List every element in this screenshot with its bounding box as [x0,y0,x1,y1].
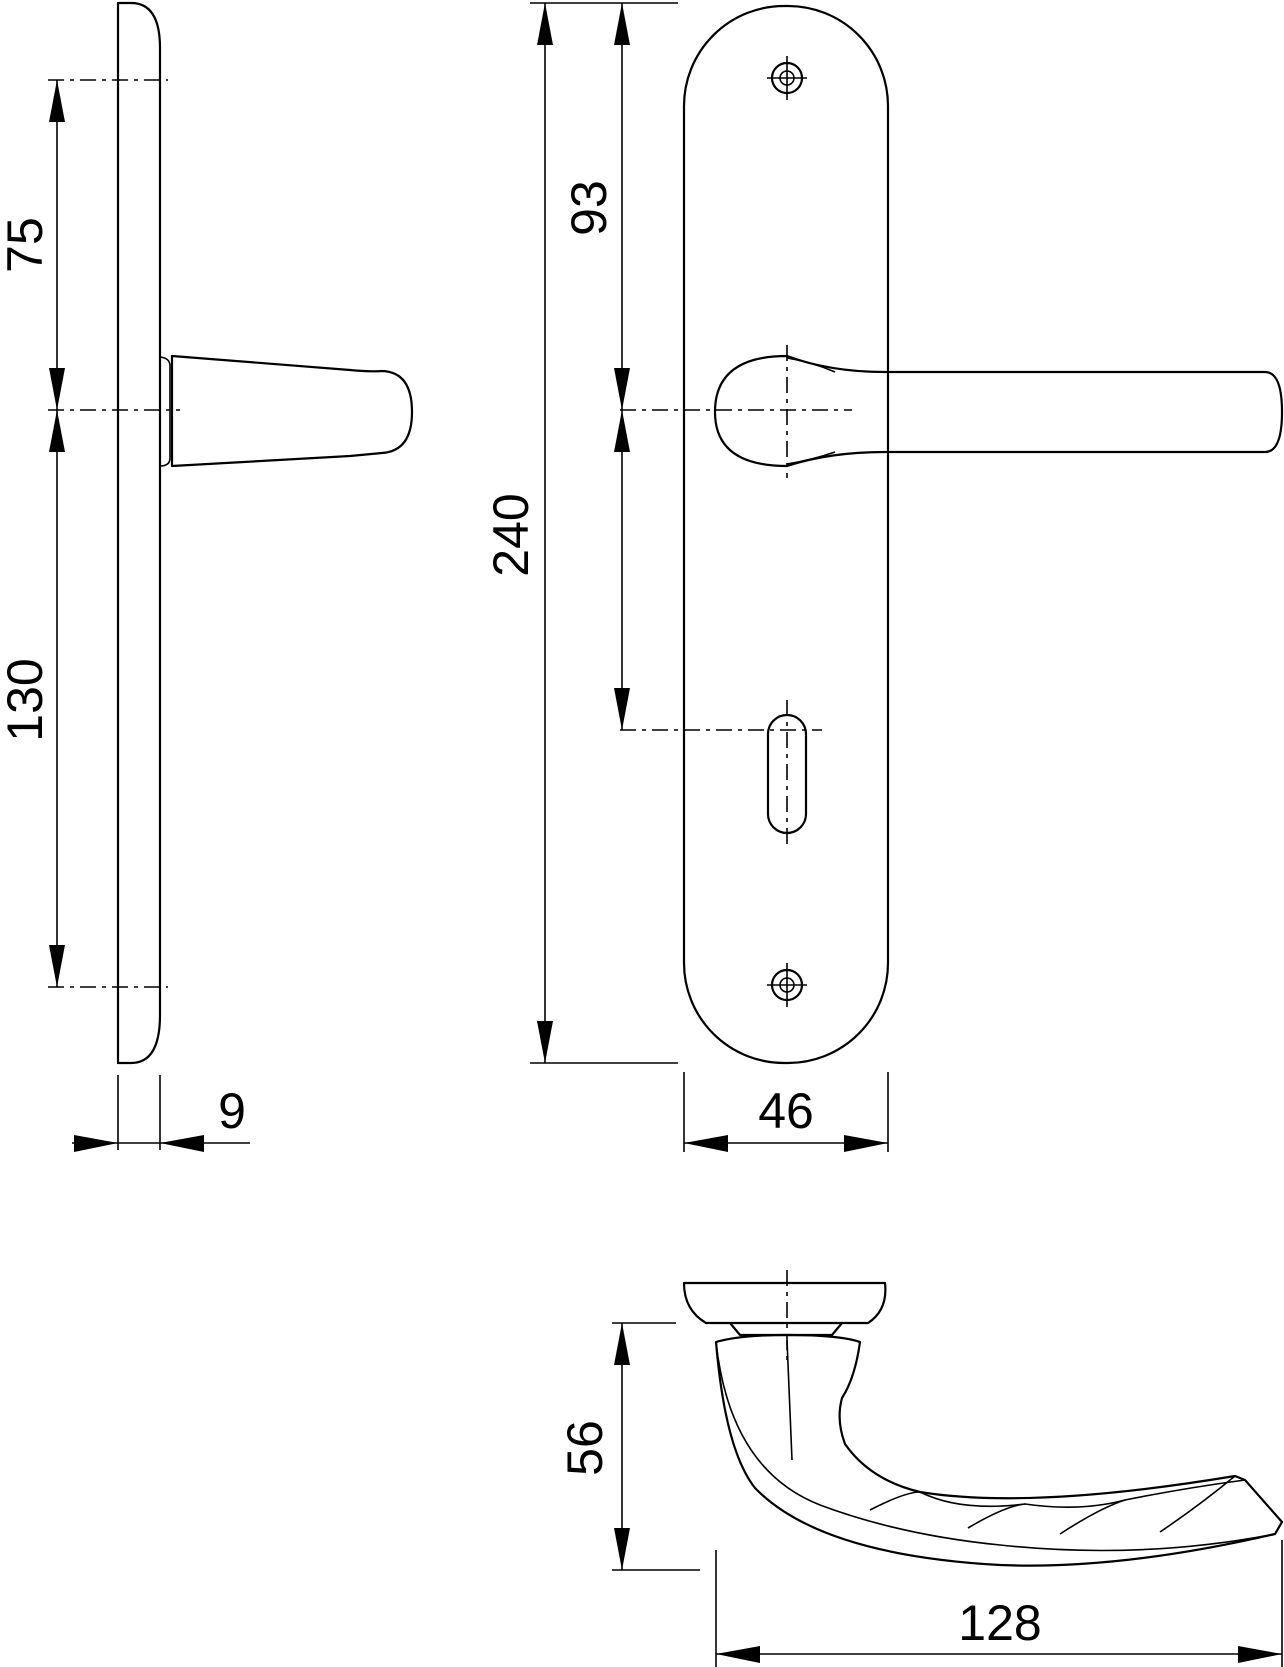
side-plate-outline [116,1,162,1065]
dim-label-side-upper: 75 [0,217,53,273]
arrow [49,368,65,410]
side-lever-outline [170,354,414,468]
arrow [49,410,65,452]
front-view: 240 93 46 [483,2,1284,1152]
plan-lever-ridge [786,1339,1236,1535]
arrow [844,1135,888,1152]
arrow [614,368,630,410]
arrow [537,3,553,45]
arrow [537,1021,553,1063]
dim-label-lever-to-screw: 93 [561,180,617,236]
arrow [716,1646,760,1663]
arrow [614,688,630,730]
dim-label-side-lower: 130 [0,658,53,741]
side-lever-rose [159,356,171,467]
arrow [74,1135,118,1152]
front-lever-neck [786,357,836,465]
arrow [1238,1646,1282,1663]
arrow [684,1135,728,1152]
dim-label-plate-width: 46 [758,1083,814,1139]
plan-lever-inner [715,1341,1276,1552]
arrow [160,1135,204,1152]
plan-view: 56 128 [557,1270,1284,1667]
front-plate-outline [682,4,890,1065]
arrow [614,410,630,452]
dim-label-lever-projection: 56 [557,1420,613,1476]
dim-label-lever-length: 128 [958,1595,1041,1651]
top-screw-icon [767,56,807,100]
plan-collar [728,1321,844,1337]
front-lever-outline [713,354,1284,468]
arrow [614,3,630,45]
dim-label-plate-height: 240 [483,493,539,576]
arrow [49,945,65,987]
bottom-screw-icon [767,963,807,1007]
arrow [49,80,65,122]
plan-rose-outline [682,1281,887,1325]
plan-lever-outer [714,1333,1284,1567]
plan-lever-grip [919,1479,1246,1508]
dim-label-thickness: 9 [218,1083,246,1139]
arrow [614,1528,630,1570]
side-view: 75 130 9 [0,1,414,1152]
arrow [614,1323,630,1365]
